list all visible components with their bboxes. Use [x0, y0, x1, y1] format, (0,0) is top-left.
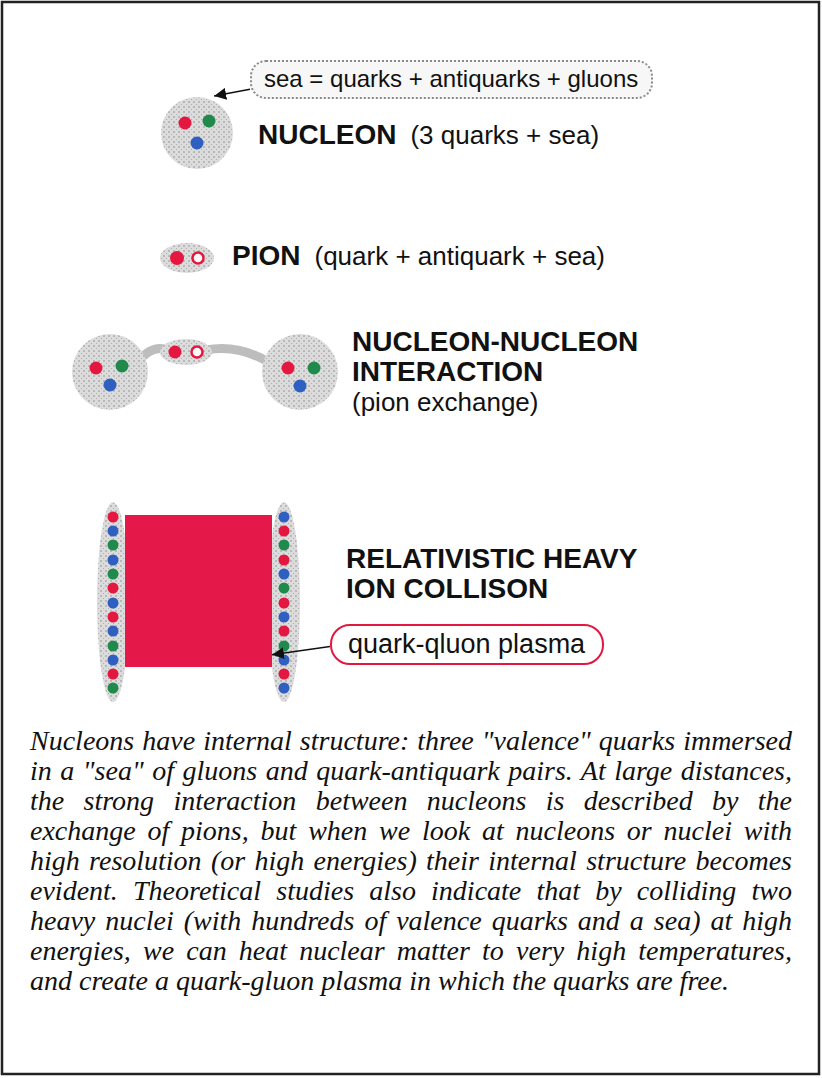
figure-art [125, 515, 272, 667]
quark-dot [279, 512, 290, 523]
quark-dot [279, 598, 290, 609]
quark-dot [294, 380, 307, 393]
figure-heading: RELATIVISTIC HEAVY ION COLLISON [346, 544, 676, 604]
quark-dot [279, 626, 290, 637]
quark-dot [169, 346, 182, 359]
pion-figure: PION(quark + antiquark + sea) [158, 240, 216, 276]
figure-subtitle: (quark + antiquark + sea) [314, 241, 605, 271]
quark-dot [279, 612, 290, 623]
quark-column [108, 512, 119, 694]
figure-heading: NUCLEON [258, 120, 396, 150]
quark-dot [116, 360, 129, 373]
sea-blob [72, 334, 148, 410]
quark-dot [282, 362, 295, 375]
sea-blob [160, 339, 212, 365]
quark-dot [279, 555, 290, 566]
callout-box: quark-qluon plasma [330, 624, 604, 665]
quark-dot [308, 362, 321, 375]
quark-dot [108, 583, 119, 594]
quark-dot [191, 137, 204, 150]
callout-text: sea = quarks + antiquarks + gluons [264, 64, 639, 94]
callout-box: sea = quarks + antiquarks + gluons [250, 60, 653, 99]
connector-arrow [272, 647, 330, 655]
figure-art [158, 240, 216, 276]
plasma-region: RELATIVISTIC HEAVY ION COLLISON [125, 515, 272, 667]
quark-dot [279, 569, 290, 580]
quark-dot [104, 379, 117, 392]
sea-blob [161, 97, 233, 169]
quark-dot [279, 683, 290, 694]
quark-dot [108, 655, 119, 666]
figure-subtitle: (pion exchange) [352, 387, 662, 417]
sea-blob [160, 243, 214, 273]
heading-group: PION (quark + antiquark + sea) [232, 241, 605, 271]
quark-dot [108, 540, 119, 551]
interaction-figure: NUCLEON-NUCLEON INTERACTION(pion exchang… [68, 330, 344, 414]
quark-dot [90, 362, 103, 375]
nucleon-figure: NUCLEON(3 quarks + sea) [158, 96, 236, 170]
nucleus-band [268, 502, 300, 702]
quark-dot [279, 655, 290, 666]
quark-dot [279, 669, 290, 680]
quark-dot [108, 641, 119, 652]
quark-dot [108, 598, 119, 609]
quark-dot [170, 251, 184, 265]
exchange-link [206, 349, 268, 363]
quark-dot [279, 526, 290, 537]
quark-dot [279, 540, 290, 551]
quark-dot [108, 526, 119, 537]
figure-subtitle: (3 quarks + sea) [410, 120, 599, 150]
quark-dot [108, 612, 119, 623]
antiquark-ring [193, 253, 204, 264]
figure-art [158, 96, 236, 170]
quark-dot [179, 117, 192, 130]
quark-dot [108, 669, 119, 680]
quark-dot [108, 512, 119, 523]
heading-group: NUCLEON-NUCLEON INTERACTION(pion exchang… [352, 327, 662, 417]
callout-text: quark-qluon plasma [348, 629, 586, 659]
quark-dot [108, 555, 119, 566]
quark-dot [108, 626, 119, 637]
figure-art [68, 330, 344, 414]
heading-group: RELATIVISTIC HEAVY ION COLLISON [346, 544, 676, 604]
quark-dot [279, 583, 290, 594]
quark-column [279, 512, 290, 694]
figure-heading: NUCLEON-NUCLEON INTERACTION [352, 327, 662, 387]
quark-dot [279, 641, 290, 652]
caption-text: Nucleons have internal structure: three … [30, 726, 792, 996]
antiquark-ring [192, 347, 203, 358]
figure-heading: PION [232, 241, 300, 271]
quark-dot [108, 683, 119, 694]
quark-dot [203, 115, 216, 128]
sea-blob [262, 334, 338, 410]
heading-group: NUCLEON (3 quarks + sea) [258, 120, 599, 150]
quark-dot [108, 569, 119, 580]
connector-arrow [214, 89, 250, 96]
